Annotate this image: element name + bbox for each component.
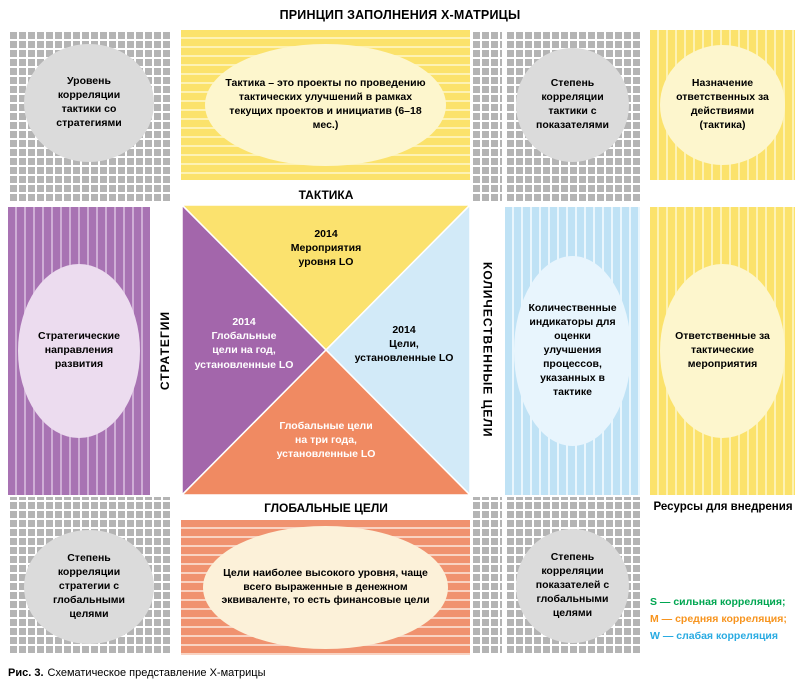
legend-strong-correlation: S — сильная корреляция; [650, 596, 786, 608]
ellipse-tactics-description: Тактика – это проекты по проведению такт… [205, 44, 446, 166]
matrix-top-text: 2014 Мероприятия уровня LO [290, 228, 362, 269]
ellipse-tactics-indicators-correlation: Степень корреляции тактики с показателям… [516, 48, 629, 162]
x-matrix-triangles [182, 205, 470, 495]
legend-weak-correlation: W — слабая корреляция [650, 630, 778, 642]
diagram-title: ПРИНЦИП ЗАПОЛНЕНИЯ Х-МАТРИЦЫ [279, 8, 521, 22]
matrix-bottom-triangle [182, 348, 470, 495]
correlation-grid-bottom-mid-right: Степень корреляции показателей с глобаль… [505, 497, 640, 655]
label-tactics: ТАКТИКА [298, 188, 354, 202]
ellipse-strategic-directions: Стратегические направления развития [18, 264, 140, 438]
correlation-grid-top-left: Уровень корреляции тактики со стратегиям… [8, 30, 170, 203]
caption-text: Схематическое представление Х-матрицы [47, 667, 266, 679]
ellipse-quantitative-indicators: Количественные индикаторы для оценки улу… [514, 256, 631, 446]
ellipse-strategy-goals-correlation: Степень корреляции стратегии с глобальны… [24, 530, 154, 644]
matrix-left-text: 2014 Глобальные цели на год, установленн… [194, 316, 294, 371]
matrix-bottom-text: Глобальные цели на три года, установленн… [276, 420, 376, 461]
ellipse-tactics-strategies-correlation: Уровень корреляции тактики со стратегиям… [24, 44, 154, 162]
caption-prefix: Рис. 3. [8, 667, 44, 679]
correlation-grid-strip-top [471, 30, 502, 203]
correlation-grid-bottom-left: Степень корреляции стратегии с глобальны… [8, 497, 170, 655]
quantitative-indicators-block: Количественные индикаторы для оценки улу… [505, 207, 640, 495]
ellipse-global-goals-description: Цели наиболее высокого уровня, чаще всег… [203, 526, 448, 649]
correlation-grid-strip-bottom [471, 497, 502, 655]
matrix-right-text: 2014 Цели, установленные LO [354, 324, 454, 365]
tactics-description-block: Тактика – это проекты по проведению такт… [181, 30, 470, 180]
ellipse-responsibility-assignment: Назначение ответственных за действиями (… [660, 45, 785, 165]
x-matrix-center: 2014 Мероприятия уровня LO 2014 Глобальн… [182, 205, 470, 495]
correlation-legend: S — сильная корреляция; M — средняя корр… [650, 594, 798, 645]
correlation-grid-top-mid-right: Степень корреляции тактики с показателям… [505, 30, 640, 203]
ellipse-responsible-persons: Ответственные за тактические мероприятия [660, 264, 785, 438]
figure-caption: Рис. 3.Схематическое представление Х-мат… [8, 667, 266, 679]
legend-medium-correlation: M — средняя корреляция; [650, 613, 787, 625]
responsible-persons-block: Ответственные за тактические мероприятия [650, 207, 795, 495]
label-resources: Ресурсы для внедрения [653, 501, 793, 513]
ellipse-indicators-goals-correlation: Степень корреляции показателей с глобаль… [516, 529, 629, 643]
label-global-goals: ГЛОБАЛЬНЫЕ ЦЕЛИ [264, 501, 388, 515]
label-strategies: СТРАТЕГИИ [158, 311, 172, 391]
label-quantitative-goals: КОЛИЧЕСТВЕННЫЕ ЦЕЛИ [480, 262, 495, 438]
responsibility-assignment-block: Назначение ответственных за действиями (… [650, 30, 795, 180]
strategic-directions-block: Стратегические направления развития [8, 207, 150, 495]
global-goals-description-block: Цели наиболее высокого уровня, чаще всег… [181, 520, 470, 655]
